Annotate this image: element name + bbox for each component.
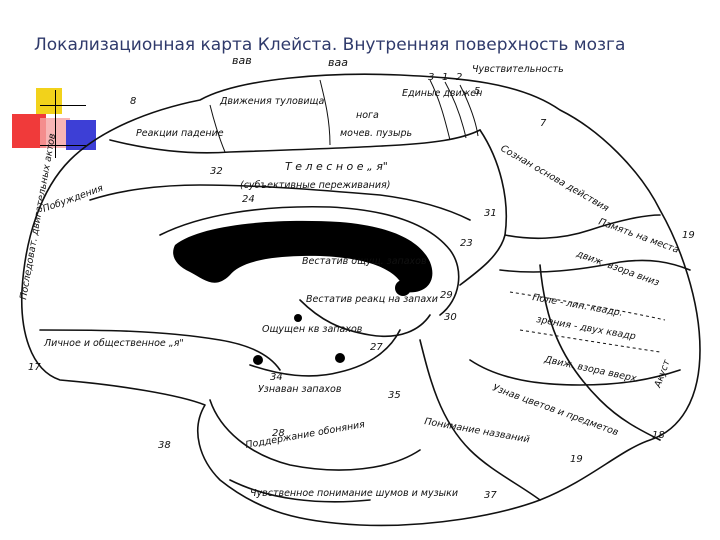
label-vestat-reak: Вестатив реакц на запахи (306, 294, 438, 305)
brain-outline (20, 73, 701, 527)
corpus-callosum (173, 220, 433, 293)
label-oshch-kv: Ощущен кв запахов (262, 324, 363, 335)
label-vestat-oshch: Вестатив ощущ. запахов (302, 256, 427, 267)
label-telesnoe-ya: Т е л е с н о е „ я" (285, 160, 388, 173)
slide-title: Локализационная карта Клейста. Внутрення… (34, 35, 626, 55)
dot-4 (335, 353, 345, 363)
gyrus-line-14 (249, 329, 401, 377)
sulcus-5 (209, 104, 226, 153)
number-17: 17 (28, 362, 41, 373)
label-posled: Последоват. двигательных актов (18, 132, 58, 300)
sulcus-4 (319, 79, 331, 146)
label-dvizh-vzora-vverh: Движ. взора вверх (542, 354, 637, 385)
label-mochev: мочев. пузырь (340, 128, 412, 139)
sulcus-2 (444, 81, 467, 139)
label-subekt: (субъективные переживания) (240, 180, 390, 191)
label-chuvstv-pon: Чувственное понимание шумов и музыки (250, 488, 458, 499)
number-19b: 19 (570, 454, 583, 465)
number-37: 37 (484, 490, 497, 501)
number-29: 29 (440, 290, 453, 301)
gyrus-line-3 (159, 205, 460, 316)
number-19a: 19 (682, 230, 695, 241)
label-soznan: Сознан основа действия (499, 143, 611, 214)
number-30: 30 (444, 312, 457, 323)
number-5: 5 (474, 86, 480, 97)
number-28: 28 (272, 428, 285, 439)
number-34: 34 (270, 372, 283, 383)
number-2: 2 (456, 72, 462, 83)
gyrus-line-8 (469, 359, 681, 386)
label-reakcii: Реакции падение (136, 128, 224, 139)
number-27: 27 (370, 342, 383, 353)
gyrus-line-2 (89, 184, 471, 221)
label-post-obon: Поддержание обоняния (245, 419, 366, 451)
gyrus-line-9 (419, 339, 541, 501)
gyrus-line-11 (229, 479, 371, 503)
number-18: 18 (652, 430, 665, 441)
label-dvizh-tul: Движения туловища (219, 96, 324, 107)
dot-1 (395, 280, 411, 296)
gyrus-line-5 (504, 214, 661, 240)
number-1: 1 (442, 72, 448, 83)
label-edin-dvizh: Единые движен (402, 88, 482, 99)
deco-yellow-square (36, 88, 62, 114)
dot-2 (294, 314, 302, 322)
number-3: 3 (428, 72, 434, 83)
number-8: 8 (130, 96, 136, 107)
dashed-line-2 (519, 329, 661, 353)
sulcus-3 (459, 84, 479, 137)
label-ponim-naz: Понимание названий (423, 416, 530, 445)
label-sens: Чувствительность (472, 64, 564, 75)
number-31: 31 (484, 208, 497, 219)
gyrus-line-7 (539, 264, 661, 441)
dot-3 (253, 355, 263, 365)
number-24: 24 (242, 194, 255, 205)
number-38: 38 (158, 440, 171, 451)
label-pamyat: Память на места (597, 216, 680, 255)
number-7: 7 (540, 118, 547, 129)
gyrus-line-1 (109, 129, 481, 154)
label-vaa: ваа (328, 56, 348, 69)
gyrus-line-13 (299, 299, 431, 338)
number-35: 35 (388, 390, 401, 401)
deco-hline-2 (40, 145, 86, 146)
dashed-line-1 (509, 291, 666, 321)
sulcus-1 (429, 79, 451, 141)
gyrus-line-12 (39, 329, 281, 371)
number-32: 32 (210, 166, 223, 177)
label-uznav-cv: Узнав цветов и предметов (491, 382, 620, 438)
deco-vline (55, 90, 56, 158)
gyrus-line-6 (499, 259, 691, 273)
label-lichnoe: Личное и общественное „я" (43, 338, 184, 349)
number-23: 23 (460, 238, 473, 249)
gyrus-line-10 (209, 399, 421, 471)
label-noga: нога (356, 110, 379, 121)
label-vav: вав (232, 54, 252, 67)
deco-hline (40, 105, 86, 106)
label-uznav-zap: Узнаван запахов (258, 384, 342, 395)
